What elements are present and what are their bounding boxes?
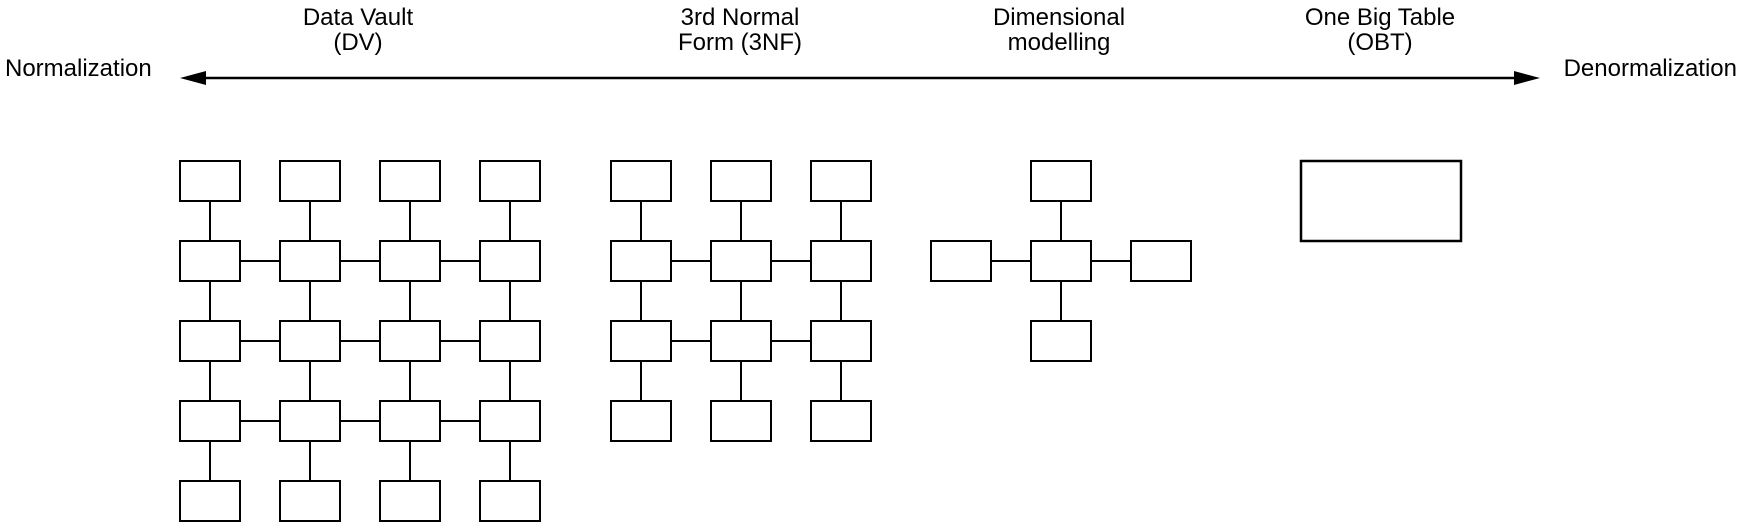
table-box [179, 480, 241, 522]
table-box [710, 320, 772, 362]
table-box [930, 240, 992, 282]
table-box [479, 240, 541, 282]
table-box [710, 400, 772, 442]
table-box [279, 480, 341, 522]
dimensional-modelling-label-line2: modelling [1008, 29, 1111, 56]
table-box [710, 160, 772, 202]
data-vault-label-line2: (DV) [333, 29, 382, 56]
table-box [479, 480, 541, 522]
table-box [610, 160, 672, 202]
table-box [610, 400, 672, 442]
table-box [710, 240, 772, 282]
right-arrowhead-icon [1514, 71, 1540, 85]
table-box [179, 160, 241, 202]
third-normal-form-label-line1: 3rd Normal [681, 4, 800, 31]
data-vault-diagram [179, 160, 541, 522]
table-box [1030, 320, 1092, 362]
table-box [379, 240, 441, 282]
one-big-table-label-line1: One Big Table [1305, 4, 1455, 31]
table-box [1030, 160, 1092, 202]
data-vault-label-line1: Data Vault [303, 4, 414, 31]
table-box [810, 160, 872, 202]
normalization-label: Normalization [5, 55, 152, 82]
table-box [810, 400, 872, 442]
table-box [279, 240, 341, 282]
table-box [179, 400, 241, 442]
table-box [479, 400, 541, 442]
dimensional-modelling-label-line1: Dimensional [993, 4, 1125, 31]
table-box [610, 320, 672, 362]
third-normal-form-label-line2: Form (3NF) [678, 29, 802, 56]
table-box [479, 160, 541, 202]
left-arrowhead-icon [180, 71, 206, 85]
table-box [810, 240, 872, 282]
denormalization-label: Denormalization [1564, 55, 1737, 82]
dimensional-modelling-diagram [930, 160, 1192, 362]
table-box [1299, 159, 1463, 243]
one-big-table-label-line2: (OBT) [1347, 29, 1412, 56]
table-box [279, 160, 341, 202]
table-box [279, 400, 341, 442]
table-box [279, 320, 341, 362]
schema-diagrams [179, 159, 1463, 522]
table-box [179, 240, 241, 282]
spectrum-arrow [180, 71, 1540, 85]
third-normal-form-diagram [610, 160, 872, 442]
table-box [810, 320, 872, 362]
table-box [379, 320, 441, 362]
table-box [379, 400, 441, 442]
table-box [1030, 240, 1092, 282]
approach-labels: Data Vault (DV) 3rd Normal Form (3NF) Di… [303, 4, 1455, 56]
table-box [610, 240, 672, 282]
table-box [379, 480, 441, 522]
table-box [179, 320, 241, 362]
one-big-table-diagram [1299, 159, 1463, 243]
table-box [479, 320, 541, 362]
table-box [379, 160, 441, 202]
table-box [1130, 240, 1192, 282]
